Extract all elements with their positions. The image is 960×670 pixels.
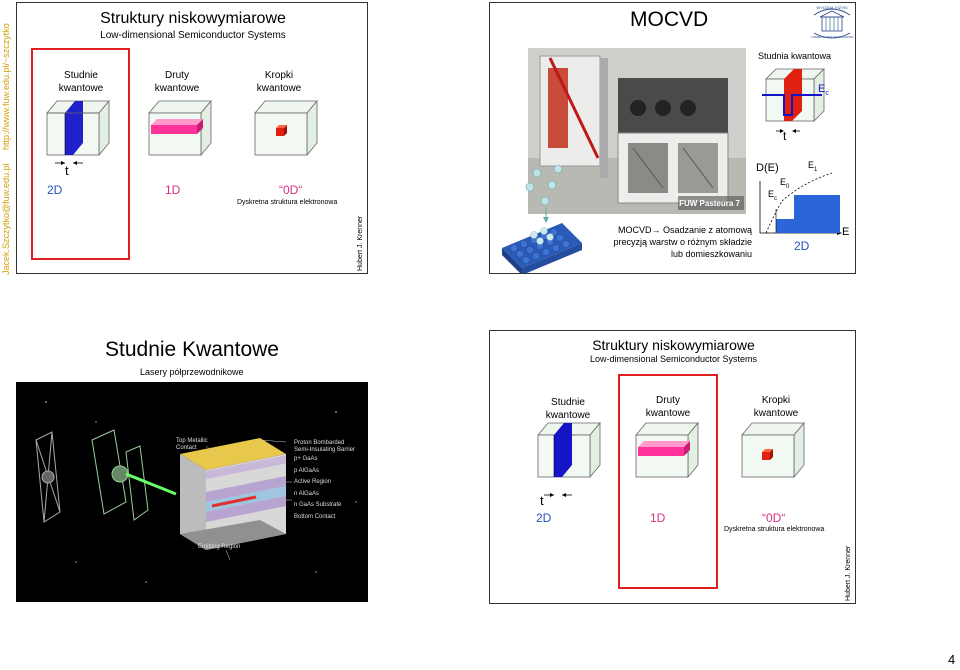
slide-subtitle: Low-dimensional Semiconductor Systems bbox=[100, 30, 286, 41]
e1-label: E1 bbox=[808, 160, 818, 173]
quantum-dot-cube bbox=[741, 421, 805, 479]
caption-discrete: Dyskretna struktura elektronowa bbox=[237, 199, 338, 206]
label-0d: “0D“ bbox=[279, 183, 303, 197]
label-1d: 1D bbox=[165, 183, 181, 197]
band-diagram bbox=[759, 68, 842, 235]
label-2d: 2D bbox=[794, 239, 810, 253]
side-url: http://www.fuw.edu.pl/~szczytko bbox=[1, 23, 11, 150]
slide-subtitle: Lasery półprzewodnikowe bbox=[140, 367, 244, 377]
quantum-structures-diagram bbox=[537, 421, 805, 497]
mocvd-reactor-photo: FUW Pasteura 7 bbox=[528, 48, 746, 214]
side-email: Jacek.Szczytko@fuw.edu.pl bbox=[1, 163, 11, 275]
spaceship-right bbox=[91, 429, 149, 521]
quantum-well-cube bbox=[46, 99, 110, 157]
label-2d: 2D bbox=[536, 511, 552, 525]
thickness-label: t bbox=[783, 129, 787, 143]
slide-low-dim-structures-top: Struktury niskowymiarowe Low-dimensional… bbox=[16, 2, 368, 274]
ec-dos-label: Ec bbox=[768, 189, 778, 202]
label-emitting-region: Emitting Region bbox=[198, 544, 241, 550]
label-0d: “0D“ bbox=[762, 511, 786, 525]
slide-quantum-wells-lasers: Studnie Kwantowe Lasery półprzewodnikowe bbox=[16, 330, 368, 602]
university-logo: WYDZIAŁ FIZYKI UNIWERSYTET WARSZAWSKI bbox=[810, 5, 854, 39]
laser-layer-labels: Proton Bombarded Semi-Insulating Barrier… bbox=[294, 440, 356, 520]
atomic-deposition-illustration bbox=[502, 164, 582, 273]
quantum-dot-cube bbox=[254, 99, 318, 157]
e0-label: E0 bbox=[780, 177, 790, 190]
label-2d: 2D bbox=[47, 183, 63, 197]
energy-axis-label: E bbox=[842, 226, 850, 238]
spaceship-left bbox=[35, 431, 61, 523]
slide-title: Studnie Kwantowe bbox=[105, 338, 279, 361]
slide-title: Struktury niskowymiarowe bbox=[100, 10, 286, 27]
well-title: Studnia kwantowa bbox=[758, 51, 832, 61]
dos-label: D(E) bbox=[756, 162, 779, 174]
thickness-label: t bbox=[540, 493, 544, 508]
photo-label: FUW Pasteura 7 bbox=[679, 199, 740, 208]
laser-structure bbox=[180, 438, 286, 550]
author-credit: Hubert J. Krenner bbox=[845, 545, 852, 601]
quantum-structures-diagram bbox=[46, 99, 318, 165]
quantum-well-cube bbox=[537, 421, 601, 479]
slide-title: Struktury niskowymiarowe bbox=[592, 337, 755, 353]
label-1d: 1D bbox=[650, 511, 666, 525]
caption-discrete: Dyskretna struktura elektronowa bbox=[724, 526, 825, 533]
slide-mocvd: MOCVD WYDZIAŁ FIZYKI UNIWERSYTET WARSZAW… bbox=[489, 2, 856, 274]
slide-low-dim-structures-bottom: Struktury niskowymiarowe Low-dimensional… bbox=[489, 330, 856, 604]
page-number: 4 bbox=[948, 652, 956, 667]
quantum-wire-cube bbox=[148, 99, 212, 157]
author-credit: Hubert J. Krenner bbox=[357, 215, 364, 271]
slide-subtitle: Low-dimensional Semiconductor Systems bbox=[589, 354, 758, 364]
slide-title: MOCVD bbox=[630, 8, 709, 31]
thickness-label: t bbox=[65, 163, 69, 178]
highlight-frame bbox=[618, 374, 718, 589]
highlight-frame bbox=[31, 48, 130, 260]
quantum-wire-cube bbox=[635, 421, 699, 479]
ec-label: Ec bbox=[818, 83, 829, 98]
